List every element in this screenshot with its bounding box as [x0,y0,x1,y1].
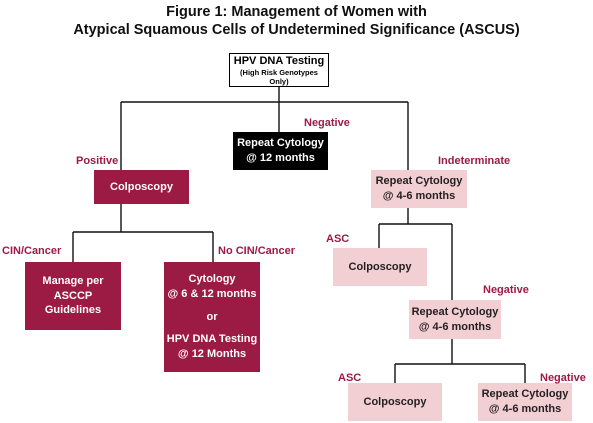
cytology-followup-line-3: HPV DNA Testing [166,333,258,346]
manage-per-asccp-node: Manage per ASCCP Guidelines [25,262,121,330]
label-negative-3: Negative [540,372,586,384]
label-asc-1: ASC [326,233,350,245]
colposcopy-node-c: Colposcopy [348,383,442,421]
colposcopy-c-text: Colposcopy [363,395,427,408]
repeat-46-a-line-2: @ 4-6 months [382,190,456,202]
repeat-cytology-4-6-months-node-b: Repeat Cytology @ 4-6 months [409,300,501,339]
cytology-followup-node: Cytology @ 6 & 12 months or HPV DNA Test… [164,262,260,372]
label-indeterminate: Indeterminate [438,155,511,167]
cytology-followup-line-2: @ 6 & 12 months [167,287,257,300]
repeat-12-line-2: @ 12 months [246,152,315,164]
hpv-dna-testing-title: HPV DNA Testing [233,54,325,67]
figure-title-line-1: Figure 1: Management of Women with [166,4,427,20]
label-negative-2: Negative [483,284,529,296]
colposcopy-main-node: Colposcopy [94,170,189,204]
label-no-cin-cancer: No CIN/Cancer [218,245,296,257]
repeat-46-b-line-2: @ 4-6 months [418,320,492,333]
manage-line-3: Guidelines [44,304,102,317]
repeat-46-b-line-1: Repeat Cytology [411,305,499,318]
repeat-cytology-4-6-months-node-a: Repeat Cytology @ 4-6 months [371,170,467,208]
colposcopy-node-b: Colposcopy [333,248,427,286]
label-cin-cancer: CIN/Cancer [2,245,62,257]
colposcopy-main-text: Colposcopy [110,180,173,193]
label-asc-2: ASC [338,372,362,384]
label-negative-1: Negative [304,117,350,129]
repeat-46-c-line-1: Repeat Cytology [481,388,569,401]
repeat-46-c-line-2: @ 4-6 months [488,403,562,415]
label-positive: Positive [76,155,119,167]
manage-line-2: ASCCP [53,289,93,302]
cytology-followup-line-4: @ 12 Months [177,348,247,361]
cytology-followup-or: or [206,310,218,323]
cytology-followup-line-1: Cytology [188,272,236,285]
hpv-dna-testing-node: HPV DNA Testing (High Risk Genotypes Onl… [229,53,329,87]
repeat-46-a-line-1: Repeat Cytology [375,175,463,188]
hpv-dna-testing-subtitle: (High Risk Genotypes Only) [240,68,318,87]
manage-line-1: Manage per [42,274,104,287]
colposcopy-b-text: Colposcopy [348,260,412,273]
figure-title-line-2: Atypical Squamous Cells of Undetermined … [73,22,520,38]
repeat-cytology-12-months-node: Repeat Cytology @ 12 months [233,132,328,170]
repeat-cytology-4-6-months-node-c: Repeat Cytology @ 4-6 months [478,383,572,421]
repeat-12-line-1: Repeat Cytology [237,137,324,150]
